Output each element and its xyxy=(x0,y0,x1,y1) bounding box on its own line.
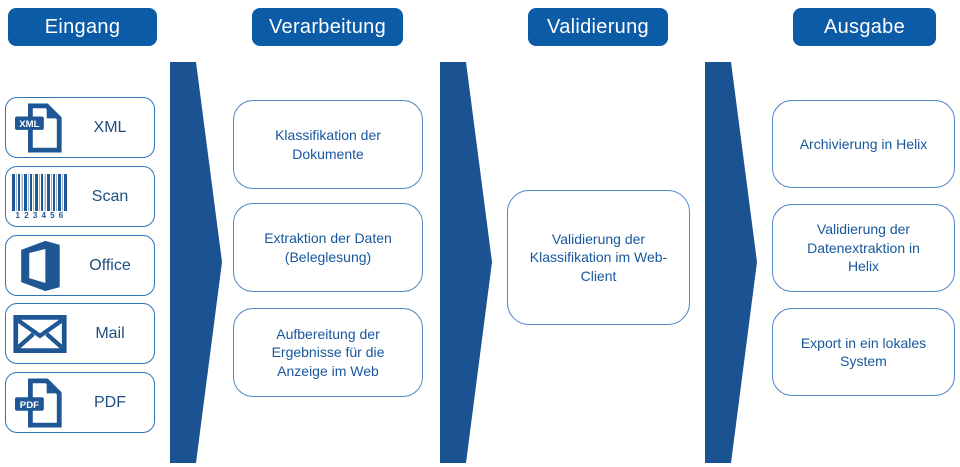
pdf-file-icon: PDF xyxy=(6,377,74,428)
arrow-right-shape xyxy=(705,62,757,463)
mail-envelope-icon xyxy=(6,314,74,353)
input-label: Office xyxy=(89,256,131,274)
xml-badge-label: XML xyxy=(19,119,39,130)
input-label: XML xyxy=(93,118,127,136)
process-box-export: Export in ein lokales System xyxy=(772,308,955,396)
input-box-mail: Mail xyxy=(5,303,155,364)
input-box-pdf: PDF PDF xyxy=(5,372,155,433)
header-ausgabe: Ausgabe xyxy=(793,8,936,46)
input-label: Scan xyxy=(91,187,129,205)
input-box-xml: XML XML xyxy=(5,97,155,158)
barcode-digits: 123456 xyxy=(15,210,68,220)
input-box-scan: 123456 Scan xyxy=(5,166,155,227)
header-eingang: Eingang xyxy=(8,8,157,46)
arrow-right-shape xyxy=(170,62,222,463)
process-box-extraktion: Extraktion der Daten (Beleglesung) xyxy=(233,203,423,292)
input-label: Mail xyxy=(95,324,125,342)
header-validierung: Validierung xyxy=(528,8,668,46)
input-label: PDF xyxy=(94,393,126,411)
process-box-validierung-klassifikation: Validierung der Klassifikation im Web-Cl… xyxy=(507,190,690,325)
xml-file-icon: XML xyxy=(6,102,74,153)
process-box-validierung-datenextraktion: Validierung der Datenextraktion in Helix xyxy=(772,204,955,292)
process-box-label: Archivierung in Helix xyxy=(799,135,928,152)
barcode-icon: 123456 xyxy=(6,173,74,220)
process-box-label: Validierung der Datenextraktion in Helix xyxy=(807,221,920,275)
flow-arrow-verarbeitung-validierung xyxy=(440,62,492,463)
flow-arrow-eingang-verarbeitung xyxy=(170,62,222,463)
process-box-klassifikation: Klassifikation der Dokumente xyxy=(233,100,423,189)
process-box-label: Validierung der Klassifikation im Web-Cl… xyxy=(529,230,668,284)
header-verarbeitung: Verarbeitung xyxy=(252,8,403,46)
flow-arrow-validierung-ausgabe xyxy=(705,62,757,463)
input-box-office: Office xyxy=(5,235,155,296)
office-logo-icon xyxy=(6,240,74,292)
process-box-label: Export in ein lokales System xyxy=(800,334,927,369)
pdf-badge-label: PDF xyxy=(20,399,39,410)
process-box-aufbereitung: Aufbereitung der Ergebnisse für die Anze… xyxy=(233,308,423,397)
process-box-label: Klassifikation der Dokumente xyxy=(275,127,381,162)
process-box-label: Extraktion der Daten (Beleglesung) xyxy=(264,230,392,265)
process-box-archivierung: Archivierung in Helix xyxy=(772,100,955,188)
process-box-label: Aufbereitung der Ergebnisse für die Anze… xyxy=(271,325,385,379)
arrow-right-shape xyxy=(440,62,492,463)
